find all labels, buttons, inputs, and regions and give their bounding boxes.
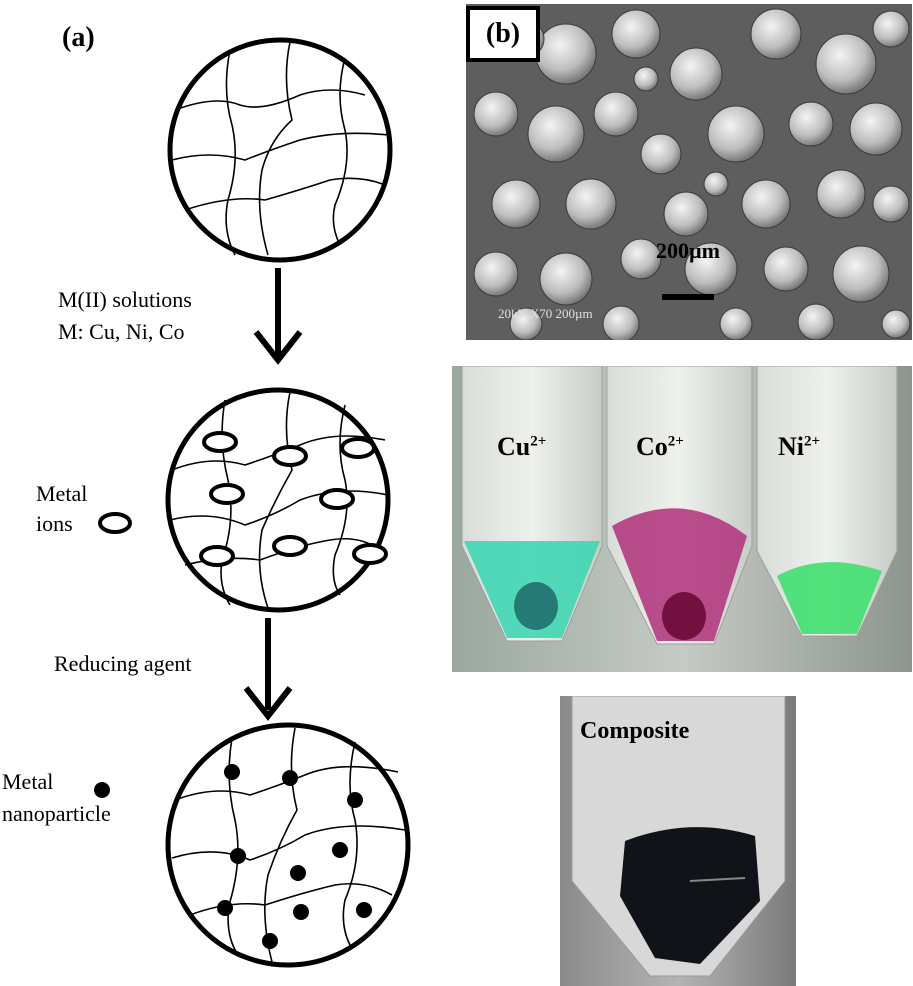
metal-ion-legend-icon — [98, 512, 132, 534]
sem-caption: 20kV X70 200µm — [498, 306, 593, 321]
panel-b-label-box: (b) — [466, 6, 540, 62]
cu-label: Cu2+ — [497, 432, 547, 461]
co-label: Co2+ — [636, 432, 684, 461]
step2-label: Reducing agent — [54, 651, 192, 676]
step1-line1: M(II) solutions — [58, 287, 192, 312]
composite-material — [620, 827, 760, 964]
panel-a-label: (a) — [62, 22, 95, 53]
panel-a-diagram — [94, 37, 411, 968]
polymer-network-with-ions — [165, 387, 391, 613]
composite-label: Composite — [580, 718, 690, 744]
nanoparticle-markers — [217, 764, 372, 949]
legend-ions-line1: Metal — [36, 481, 88, 506]
sem-micrograph: 200µm 20kV X70 200µm — [466, 4, 912, 340]
legend-np-line1: Metal — [2, 769, 54, 794]
panel-b-label: (b) — [485, 18, 521, 49]
step1-line2: M: Cu, Ni, Co — [58, 319, 185, 344]
arrow-down-icon — [253, 268, 303, 365]
metal-ion-markers — [199, 431, 388, 567]
composite-photo — [560, 696, 796, 986]
polymer-network-empty — [167, 37, 393, 263]
tubes-photo — [452, 366, 912, 672]
ni-solution — [777, 562, 882, 634]
sem-scale-label: 200µm — [656, 238, 720, 263]
legend-np-line2: nanoparticle — [2, 801, 111, 826]
co-solution — [612, 508, 747, 641]
ni-label: Ni2+ — [778, 432, 821, 461]
scale-bar — [662, 294, 714, 300]
arrow-down-icon — [243, 618, 293, 721]
legend-ions-line2: ions — [36, 511, 73, 536]
polymer-network-with-nanoparticles — [165, 722, 411, 968]
nanoparticle-legend-icon — [94, 782, 110, 798]
